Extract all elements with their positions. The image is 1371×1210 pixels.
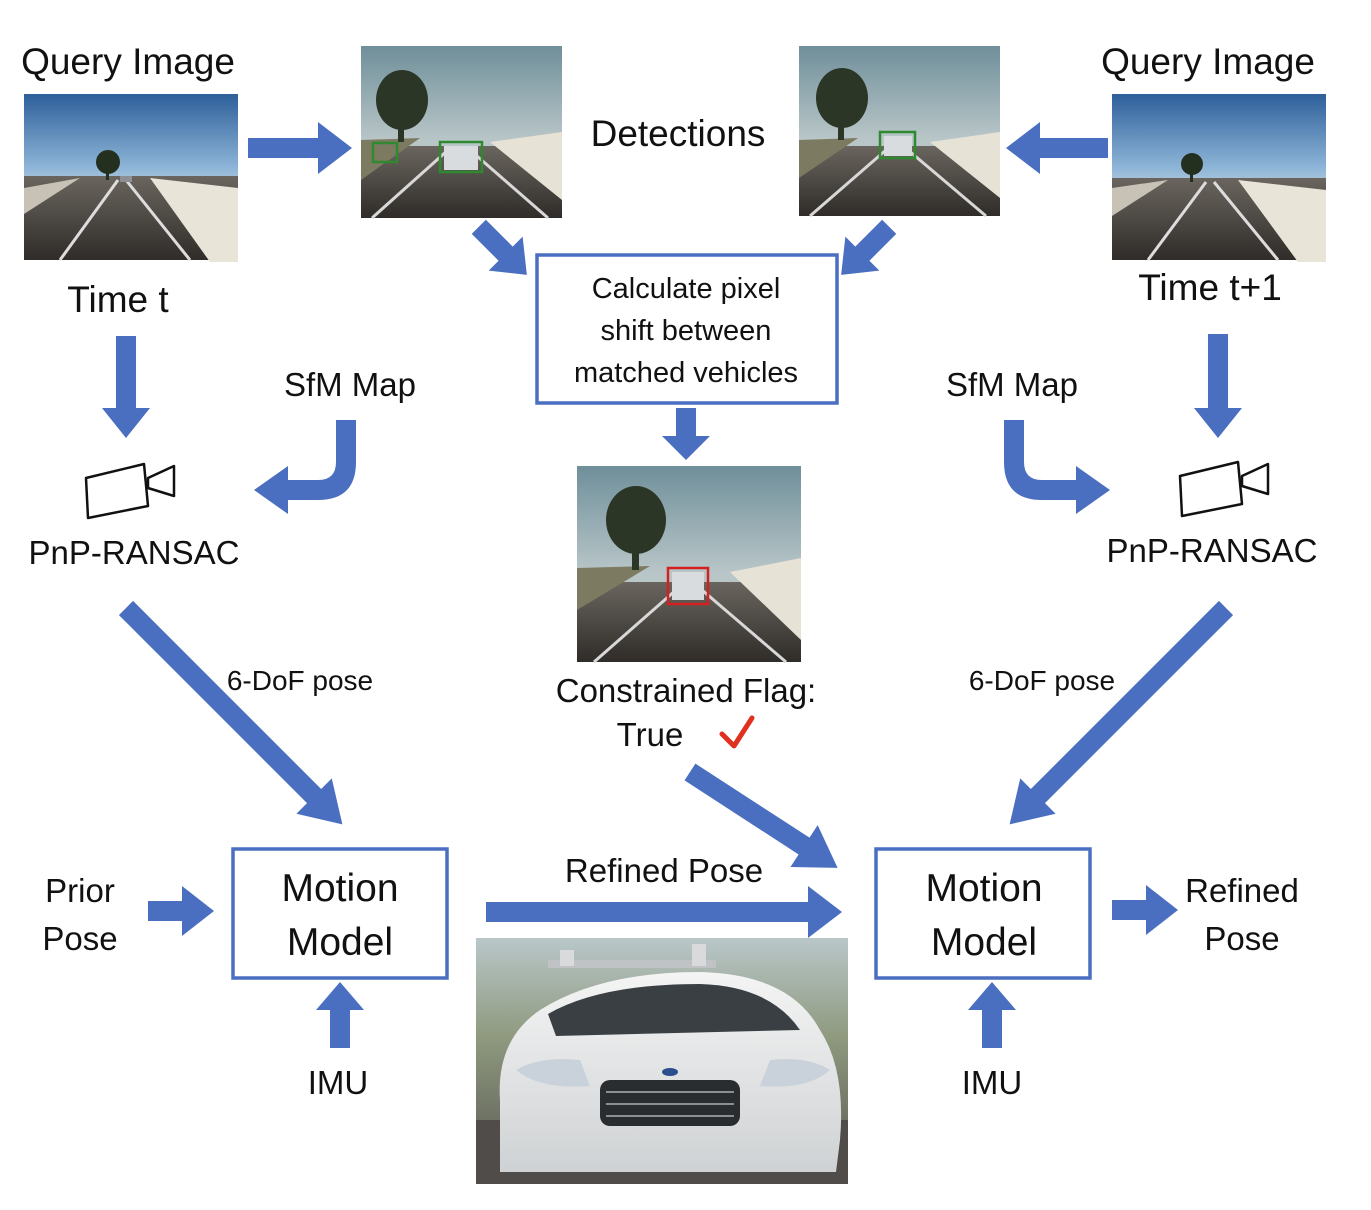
arrow-flag-to-motion	[684, 763, 838, 868]
time-t-label: Time t	[67, 279, 169, 320]
detection-box-right-car	[878, 130, 917, 160]
arrow-prior-to-motion	[148, 886, 214, 936]
query-image-right	[1112, 94, 1326, 262]
detections-image-right	[799, 46, 1000, 218]
motion-model-box-left	[231, 847, 449, 980]
arrows	[102, 122, 1242, 1048]
detection-box-left-car	[438, 140, 484, 174]
prior-pose-line-2: Pose	[42, 920, 117, 957]
sfm-map-label-left: SfM Map	[284, 366, 416, 403]
autonomous-car-photo	[476, 938, 848, 1184]
query-image-left	[24, 94, 238, 262]
pose-label-right: 6-DoF pose	[969, 665, 1115, 696]
refined-pose-right-line-1: Refined	[1185, 872, 1299, 909]
refined-pose-center-label: Refined Pose	[565, 852, 763, 889]
arrow-detections-left-to-calc	[471, 219, 527, 275]
detections-label: Detections	[591, 113, 766, 154]
detections-image-left	[361, 46, 562, 220]
calc-line-3: matched vehicles	[574, 357, 798, 389]
pnp-ransac-label-left: PnP-RANSAC	[29, 534, 240, 571]
query-image-label-right: Query Image	[1101, 41, 1315, 82]
video-camera-icon	[1178, 460, 1270, 518]
arrow-refined-pose	[486, 886, 842, 938]
arrow-sfm-to-pnp-left	[254, 420, 356, 514]
constrained-image	[577, 466, 801, 664]
arrow-query-to-detections-right	[1006, 122, 1108, 174]
sfm-map-label-right: SfM Map	[946, 366, 1078, 403]
motion-model-right-line-1: Motion	[925, 867, 1042, 910]
motion-model-right-line-2: Model	[931, 921, 1037, 964]
detection-box-constrained	[666, 566, 710, 606]
time-t1-label: Time t+1	[1138, 267, 1282, 308]
calc-line-2: shift between	[601, 315, 772, 347]
motion-model-box-right	[874, 847, 1092, 980]
constrained-flag-line-2: True	[617, 716, 684, 753]
arrow-imu-left	[316, 982, 364, 1048]
arrow-sfm-to-pnp-right	[1004, 420, 1110, 514]
pose-label-left: 6-DoF pose	[227, 665, 373, 696]
arrow-pnp-right-to-motion	[1009, 600, 1234, 825]
imu-label-right: IMU	[962, 1064, 1023, 1101]
motion-model-left-line-1: Motion	[281, 867, 398, 910]
calc-line-1: Calculate pixel	[592, 273, 781, 305]
arrow-detections-right-to-calc	[841, 219, 897, 275]
arrow-time-left-to-camera	[102, 336, 150, 438]
imu-label-left: IMU	[308, 1064, 369, 1101]
calc-pixel-shift-box	[535, 253, 839, 405]
video-camera-icon	[84, 462, 176, 520]
constrained-flag-line-1: Constrained Flag:	[556, 672, 816, 709]
arrow-query-to-detections-left	[248, 122, 352, 174]
arrow-calc-to-constrained	[662, 408, 710, 460]
query-image-label-left: Query Image	[21, 41, 235, 82]
detection-box-left-small	[371, 141, 399, 164]
checkmark-icon	[719, 715, 755, 749]
arrow-imu-right	[968, 982, 1016, 1048]
refined-pose-right-line-2: Pose	[1204, 920, 1279, 957]
arrow-time-right-to-camera	[1194, 334, 1242, 438]
arrow-motion-to-refined	[1112, 885, 1178, 935]
prior-pose-line-1: Prior	[45, 872, 115, 909]
pnp-ransac-label-right: PnP-RANSAC	[1107, 532, 1318, 569]
arrow-pnp-left-to-motion	[118, 600, 343, 825]
motion-model-left-line-2: Model	[287, 921, 393, 964]
